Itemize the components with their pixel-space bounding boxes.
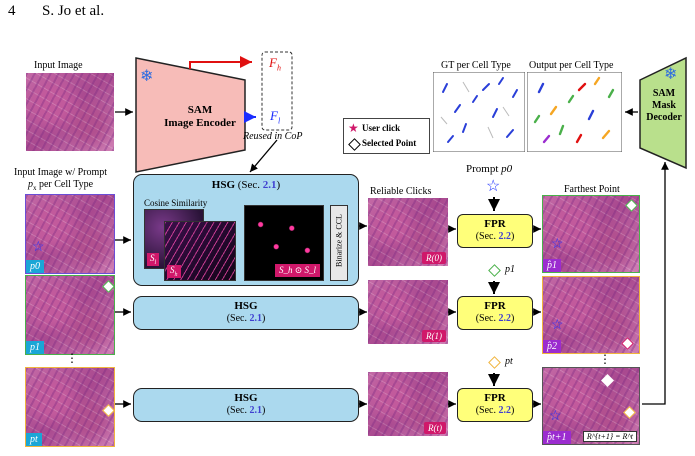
legend: ★ User click Selected Point	[343, 118, 430, 154]
selected-point-icon	[625, 199, 638, 212]
fpr-module-row-1: FPR (Sec. 2.2)	[457, 296, 533, 330]
feature-high: Fh	[269, 55, 281, 73]
user-click-icon: ☆	[551, 237, 564, 252]
recurrence-formula: R^{t+1} = R^t	[582, 431, 637, 442]
user-click-icon: ☆	[551, 318, 564, 333]
next-prompt-tag: p̂t+1	[543, 431, 571, 444]
farthest-point-label: Farthest Point	[564, 184, 620, 195]
input-image-label: Input Image	[34, 60, 83, 71]
hsg-module-row-t: HSG (Sec. 2.1)	[133, 388, 359, 422]
output-title: Output per Cell Type	[529, 60, 614, 71]
prompt-star-icon: ☆	[486, 178, 501, 195]
next-prompt-tag: p̂2	[543, 340, 561, 353]
legend-user-click: User click	[362, 123, 401, 133]
reused-caption: Reused in CoP	[243, 131, 303, 142]
fpr-module-row-t: FPR (Sec. 2.2)	[457, 388, 533, 422]
reliable-set-tag: R(t)	[424, 422, 446, 434]
output-row-1: ☆ p̂2	[542, 276, 640, 354]
mask-decoder-label: SAM Mask Decoder	[646, 88, 682, 123]
selected-point-icon	[623, 406, 636, 419]
output-panel	[527, 72, 622, 152]
prompt-label: pt	[505, 356, 513, 367]
user-click-icon: ☆	[549, 409, 562, 424]
selected-point-icon	[601, 374, 614, 387]
output-row-t: ☆ p̂t+1 R^{t+1} = R^t	[542, 367, 640, 445]
similarity-product-map: S_h ⊙ S_l	[244, 205, 324, 281]
reliable-clicks-label: Reliable Clicks	[370, 186, 432, 197]
hsg-module-expanded: HSG (Sec. 2.1) Cosine Similarity Sl Sh S…	[133, 174, 359, 286]
reliable-clicks-row-t: R(t)	[368, 372, 448, 436]
selected-point-icon	[102, 404, 114, 417]
prompt-label: p1	[505, 264, 515, 275]
reliable-set-tag: R(1)	[422, 330, 446, 342]
reliable-clicks-row-0: R(0)	[368, 198, 448, 266]
next-prompt-tag: p̂1	[543, 259, 561, 272]
cosine-label: Cosine Similarity	[144, 198, 208, 208]
row-ellipsis: ⋮	[66, 351, 78, 365]
hsg-module-row-1: HSG (Sec. 2.1)	[133, 296, 359, 330]
user-click-icon: ★	[348, 121, 359, 135]
image-encoder-shape	[135, 57, 246, 173]
frozen-icon: ❄	[140, 68, 154, 85]
legend-selected-point: Selected Point	[362, 138, 417, 148]
mask-decoder-shape	[639, 56, 687, 170]
feature-low: Fl	[270, 108, 281, 126]
fpr-module-row-0: FPR (Sec. 2.2)	[457, 214, 533, 248]
prompt-image-row-0: ☆ p0	[25, 194, 115, 274]
binarize-ccl-box: Binarize & CCL	[330, 205, 348, 281]
output-ellipsis: ⋮	[599, 352, 611, 366]
user-click-icon: ☆	[32, 240, 45, 255]
prompt-tag: p1	[26, 341, 44, 354]
similarity-map-high: Sh	[164, 221, 236, 281]
frozen-icon: ❄	[664, 66, 678, 83]
page-number: 4	[8, 3, 16, 19]
selected-point-icon	[102, 280, 114, 293]
hsg-title: HSG (Sec. 2.1)	[211, 179, 281, 191]
gt-title: GT per Cell Type	[441, 60, 511, 71]
input-prompt-label: Input Image w/ Prompt px per Cell Type	[14, 167, 108, 192]
image-encoder-label: SAM Image Encoder	[164, 104, 236, 129]
prompt-image-row-t: pt	[25, 367, 115, 447]
prompt-tag: pt	[26, 433, 42, 446]
reliable-clicks-row-1: R(1)	[368, 280, 448, 344]
gt-panel	[433, 72, 525, 152]
reliable-set-tag: R(0)	[422, 252, 446, 264]
selected-point-icon	[621, 337, 634, 350]
prompt-image-row-1: p1	[25, 275, 115, 355]
output-row-0: ☆ p̂1	[542, 195, 640, 273]
selected-point-icon	[348, 138, 361, 151]
prompt-tag: p0	[26, 260, 44, 273]
prompt-label: Prompt p0	[466, 163, 513, 175]
input-image	[26, 73, 114, 151]
author-line: S. Jo et al.	[42, 3, 105, 19]
